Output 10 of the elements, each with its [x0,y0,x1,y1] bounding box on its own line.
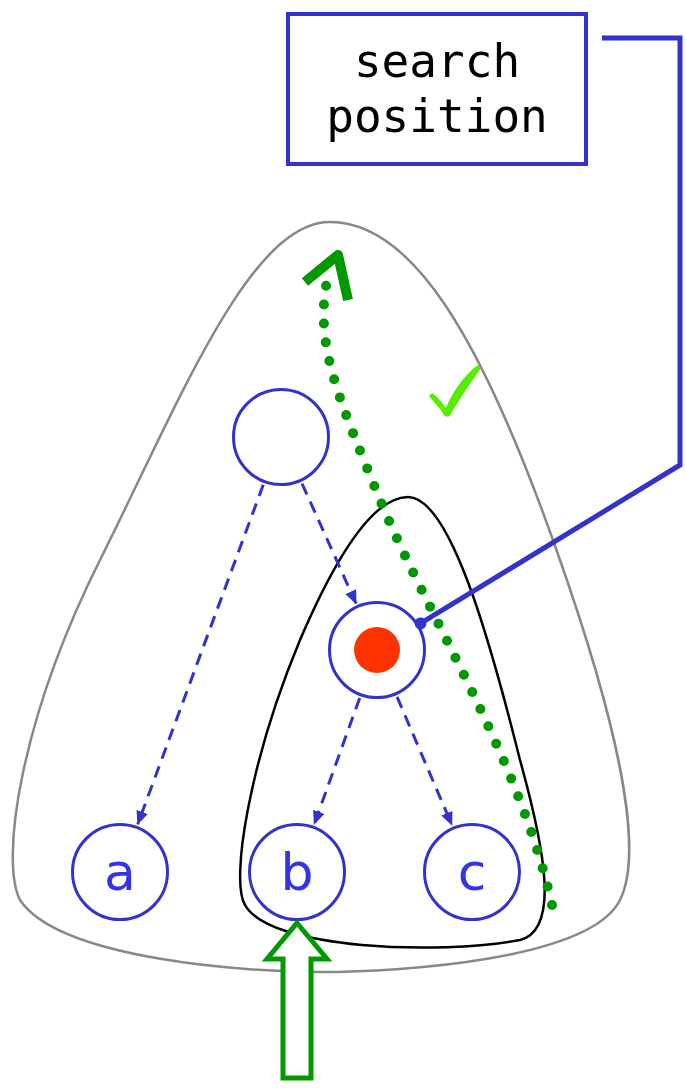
letter-node-circle: a [71,823,169,921]
arrow [300,482,358,605]
letter-node-circle: c [423,823,521,921]
arrow [312,697,362,825]
hollow-arrow [261,919,333,1081]
arrow [395,696,454,827]
leader-line [414,35,683,630]
letter-node-circle: b [248,823,346,921]
arrow [136,484,265,826]
label-box: search position [286,12,588,166]
